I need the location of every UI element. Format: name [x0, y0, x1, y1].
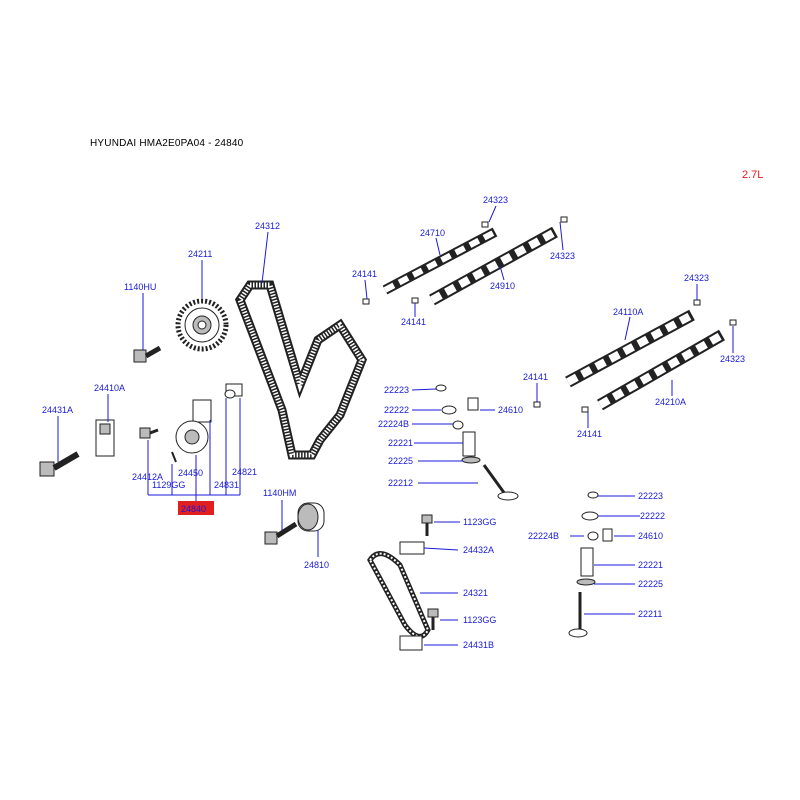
key-24141-c — [533, 401, 541, 408]
tensioner-pulley — [175, 399, 212, 454]
label-24211[interactable]: 24211 — [188, 249, 212, 259]
label-24431b[interactable]: 24431B — [463, 640, 494, 650]
label-22223-a[interactable]: 22223 — [384, 385, 409, 395]
valve-train-right — [568, 491, 613, 638]
engine-badge: 2.7L — [742, 169, 764, 181]
label-24323-d[interactable]: 24323 — [720, 354, 745, 364]
label-24210a[interactable]: 24210A — [655, 397, 686, 407]
label-24110a[interactable]: 24110A — [613, 307, 643, 317]
key-24323-a — [481, 221, 489, 228]
label-22212[interactable]: 22212 — [388, 478, 413, 488]
label-24141-c[interactable]: 24141 — [523, 372, 548, 382]
label-24412a[interactable]: 24412A — [132, 472, 163, 482]
key-24323-b — [560, 216, 568, 223]
label-1129gg[interactable]: 1129GG — [152, 480, 185, 490]
valve-train-left — [435, 384, 519, 501]
label-24323-a[interactable]: 24323 — [483, 195, 508, 205]
label-24710[interactable]: 24710 — [420, 228, 445, 238]
label-22221-b[interactable]: 22221 — [638, 560, 663, 570]
camshaft-24710 — [382, 227, 498, 295]
label-24141-d[interactable]: 24141 — [577, 429, 602, 439]
label-24410a[interactable]: 24410A — [94, 383, 125, 393]
camshaft-24110a — [565, 309, 695, 388]
label-24821[interactable]: 24821 — [232, 467, 257, 477]
tensioner-bracket — [95, 419, 115, 457]
part-labels: 24323 24710 24312 24211 24141 24323 2491… — [42, 195, 745, 650]
label-24321[interactable]: 24321 — [463, 588, 488, 598]
camshaft-24910 — [429, 226, 558, 306]
label-22224b-a[interactable]: 22224B — [378, 419, 409, 429]
pin-1129gg — [171, 451, 177, 463]
camshaft-24210a — [597, 329, 725, 411]
bolt-1140hu — [133, 345, 162, 363]
diagram-title: HYUNDAI HMA2E0PA04 - 24840 — [90, 138, 244, 149]
leader-lines — [57, 205, 734, 646]
secondary-chain — [367, 551, 431, 639]
highlight-box-24840 — [178, 501, 214, 515]
label-22225-b[interactable]: 22225 — [638, 579, 663, 589]
label-24323-c[interactable]: 24323 — [684, 273, 709, 283]
label-1140hu[interactable]: 1140HU — [124, 282, 156, 292]
label-1123gg-b[interactable]: 1123GG — [463, 615, 496, 625]
bolt-1140hm — [264, 521, 298, 545]
label-24450[interactable]: 24450 — [178, 468, 203, 478]
label-24910[interactable]: 24910 — [490, 281, 515, 291]
key-24141-b — [411, 297, 419, 304]
label-24312[interactable]: 24312 — [255, 221, 280, 231]
bolt-1123gg-a — [421, 514, 433, 536]
crank-sprocket — [175, 298, 229, 352]
key-24141-a — [362, 298, 370, 305]
key-24323-d — [729, 319, 737, 326]
tensioner-rod — [224, 383, 243, 399]
idler-pulley — [297, 502, 325, 532]
bolt-24431a — [39, 451, 80, 477]
label-22223-b[interactable]: 22223 — [638, 491, 663, 501]
chain-guide-24431b — [399, 635, 423, 651]
label-1140hm[interactable]: 1140HM — [263, 488, 296, 498]
label-24810[interactable]: 24810 — [304, 560, 329, 570]
label-24141-b[interactable]: 24141 — [401, 317, 426, 327]
label-1123gg-a[interactable]: 1123GG — [463, 517, 496, 527]
label-22221-a[interactable]: 22221 — [388, 438, 413, 448]
label-24610-a[interactable]: 24610 — [498, 405, 523, 415]
key-24323-c — [693, 299, 701, 306]
label-24840[interactable]: 24840 — [181, 504, 206, 514]
label-24432a[interactable]: 24432A — [463, 545, 494, 555]
timing-belt — [234, 280, 368, 460]
label-24141-a[interactable]: 24141 — [352, 269, 377, 279]
label-22222-a[interactable]: 22222 — [384, 405, 409, 415]
bolt-24412a — [139, 427, 159, 439]
label-24323-b[interactable]: 24323 — [550, 251, 575, 261]
label-24610-b[interactable]: 24610 — [638, 531, 663, 541]
label-22211[interactable]: 22211 — [638, 609, 662, 619]
bolt-1123gg-b — [427, 608, 439, 630]
label-22222-b[interactable]: 22222 — [640, 511, 665, 521]
label-22225-a[interactable]: 22225 — [388, 456, 413, 466]
key-24141-d — [581, 406, 589, 413]
label-24431a[interactable]: 24431A — [42, 405, 73, 415]
chain-guide-24432a — [399, 541, 425, 555]
label-24831[interactable]: 24831 — [214, 480, 239, 490]
label-22224b-b[interactable]: 22224B — [528, 531, 559, 541]
